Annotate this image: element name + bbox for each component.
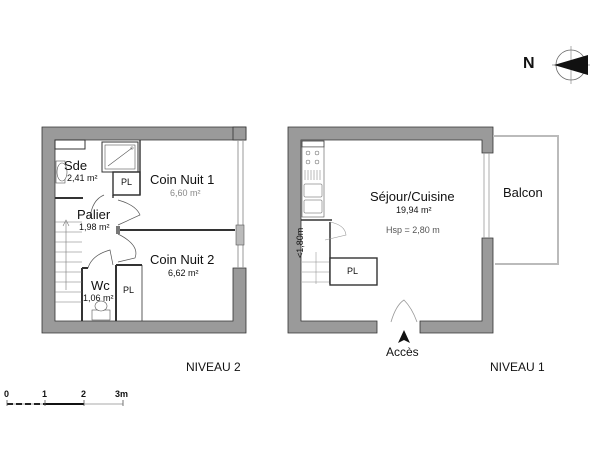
ceiling-height-note: Hsp = 2,80 m bbox=[386, 225, 440, 235]
room-area-sejour-cuisine: 19,94 m² bbox=[396, 205, 432, 215]
level-1-walls bbox=[287, 126, 559, 343]
room-label-balcon: Balcon bbox=[503, 185, 543, 200]
room-area-wc: 1,06 m² bbox=[83, 293, 114, 303]
level-label-1: NIVEAU 1 bbox=[490, 360, 545, 374]
room-label-coin-nuit-1: Coin Nuit 1 bbox=[150, 172, 215, 187]
level-label-2: NIVEAU 2 bbox=[186, 360, 241, 374]
entrance-label: Accès bbox=[386, 345, 419, 359]
north-label: N bbox=[523, 55, 535, 72]
scale-tick-2: 2 bbox=[81, 389, 87, 399]
scale-bar bbox=[6, 400, 124, 406]
compass-rose-icon bbox=[552, 46, 590, 84]
scale-tick-3: 3m bbox=[115, 389, 129, 399]
closet-label: PL bbox=[121, 177, 133, 187]
room-area-sde: 2,41 m² bbox=[67, 173, 98, 183]
room-label-sde: Sde bbox=[64, 158, 88, 173]
scale-tick-1: 1 bbox=[42, 389, 48, 399]
room-label-sejour-cuisine: Séjour/Cuisine bbox=[370, 189, 455, 204]
closet-label: PL bbox=[123, 285, 135, 295]
room-area-coin-nuit-1: 6,60 m² bbox=[170, 188, 201, 198]
room-label-wc: Wc bbox=[91, 278, 110, 293]
room-area-palier: 1,98 m² bbox=[79, 222, 110, 232]
level-2-walls bbox=[41, 126, 247, 334]
room-label-palier: Palier bbox=[77, 207, 111, 222]
scale-tick-0: 0 bbox=[4, 389, 10, 399]
room-label-coin-nuit-2: Coin Nuit 2 bbox=[150, 252, 215, 267]
closet-label: PL bbox=[347, 266, 359, 276]
room-area-coin-nuit-2: 6,62 m² bbox=[168, 268, 199, 278]
stair-height-note: <1,80m bbox=[295, 227, 305, 258]
